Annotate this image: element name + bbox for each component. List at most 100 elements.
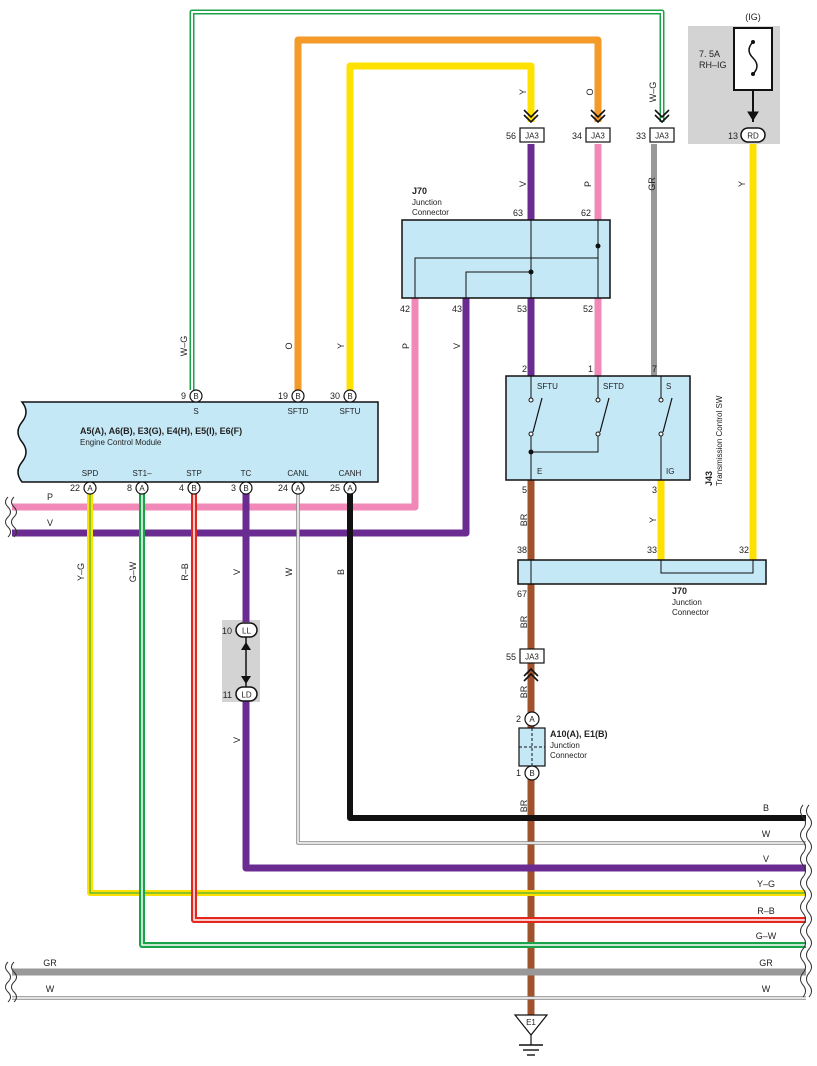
wire-label-v-ld: V [232, 737, 242, 743]
j70b-id: J70 [672, 586, 687, 596]
svg-text:11: 11 [223, 690, 232, 700]
svg-text:10: 10 [222, 626, 232, 636]
left-label-w: W [46, 984, 55, 994]
j70-top-id: J70 [412, 186, 427, 196]
j70-pin-53: 53 [517, 304, 527, 314]
wire-label-p-top: P [583, 181, 593, 187]
svg-text:CANL: CANL [287, 469, 309, 478]
break-marks [5, 496, 812, 1003]
j70-pin-42: 42 [400, 304, 410, 314]
right-label-rb: R–B [757, 906, 775, 916]
sw-label-sftd: SFTD [603, 382, 624, 391]
wire-label-wg-ecm: W–G [179, 336, 189, 357]
svg-text:A: A [139, 484, 145, 493]
j70b-name1: Junction [672, 598, 702, 607]
ja3-55: JA3 55 [506, 648, 545, 664]
sw-pin-5: 5 [522, 485, 527, 495]
ecm-name: Engine Control Module [80, 438, 162, 447]
wire-label-gw: G–W [128, 561, 138, 582]
sw-label-ig: IG [666, 467, 674, 476]
v-wire-tc-lower [242, 700, 806, 872]
j70-pin-43: 43 [452, 304, 462, 314]
sw-label-sftu: SFTU [537, 382, 558, 391]
ground-label: E1 [526, 1018, 536, 1027]
svg-text:19: 19 [278, 391, 288, 401]
wire-label-v-j70: V [452, 343, 462, 349]
j70b-pin-32: 32 [739, 545, 749, 555]
j70b-pin-33: 33 [647, 545, 657, 555]
svg-text:JA3: JA3 [525, 132, 539, 141]
ja3-chevrons-top [523, 109, 670, 124]
bus-label-p: P [47, 492, 53, 502]
wire-label-b-canh: B [336, 569, 346, 575]
sw-pin-2: 2 [522, 364, 527, 374]
wg-wire-s [189, 9, 665, 390]
j70-top-name2: Connector [412, 208, 449, 217]
wire-label-y-top: Y [518, 89, 528, 95]
svg-text:A: A [347, 484, 353, 493]
sw-pin-1: 1 [588, 364, 593, 374]
sw-label-s: S [666, 382, 671, 391]
fuse-name: RH–IG [699, 60, 727, 70]
ecm-pin-stp: STP B 4 [179, 469, 202, 495]
wire-label-o-top: O [585, 88, 595, 95]
j70-pin-62: 62 [581, 208, 591, 218]
svg-text:ST1–: ST1– [132, 469, 152, 478]
bus-label-v: V [47, 518, 53, 528]
svg-text:B: B [193, 392, 198, 401]
wire-label-v-tc: V [232, 569, 242, 575]
svg-text:A: A [295, 484, 301, 493]
svg-text:2: 2 [516, 714, 521, 724]
svg-text:B: B [191, 484, 196, 493]
ecm-pin-sftu: B 30 SFTU [330, 389, 361, 416]
w-wire-canl [296, 490, 806, 845]
yg-wire [87, 490, 806, 896]
sw-label-e: E [537, 467, 542, 476]
j70b-name2: Connector [672, 608, 709, 617]
svg-text:34: 34 [572, 131, 582, 141]
wire-label-br-ja3: BR [519, 685, 529, 698]
j70-pin-63: 63 [513, 208, 523, 218]
ecm-pin-sftd: B 19 SFTD [278, 389, 309, 416]
right-label-b: B [763, 803, 769, 813]
right-label-yg: Y–G [757, 879, 775, 889]
svg-text:30: 30 [330, 391, 340, 401]
ecm-pin-spd: SPD A 22 [70, 469, 99, 495]
ll-ld-connector: LL 10 LD 11 [222, 622, 258, 702]
rd-connector [740, 127, 766, 143]
svg-text:LL: LL [242, 627, 251, 636]
gw-wire [139, 490, 806, 948]
svg-text:B: B [347, 392, 352, 401]
o-wire-sftd [294, 36, 602, 390]
svg-text:SFTD: SFTD [288, 407, 309, 416]
fuse-amp: 7. 5A [699, 49, 720, 59]
right-label-v: V [763, 854, 769, 864]
wire-label-yg: Y–G [76, 563, 86, 581]
ig-wire-label: Y [737, 181, 747, 187]
svg-text:25: 25 [330, 483, 340, 493]
a10-connector: A 2 B 1 [516, 711, 546, 781]
svg-text:SPD: SPD [82, 469, 99, 478]
svg-text:CANH: CANH [339, 469, 362, 478]
v-bus [12, 298, 470, 537]
wire-label-y-sw: Y [648, 517, 658, 523]
svg-text:STP: STP [186, 469, 202, 478]
svg-text:JA3: JA3 [525, 653, 539, 662]
svg-text:JA3: JA3 [591, 132, 605, 141]
wire-label-gr-top: GR [647, 177, 657, 191]
svg-text:B: B [529, 769, 534, 778]
right-label-gr: GR [759, 958, 773, 968]
svg-text:55: 55 [506, 652, 516, 662]
ja3-56: JA3 56 [506, 127, 545, 143]
b-wire-canh [347, 490, 806, 821]
svg-text:A: A [87, 484, 93, 493]
wire-label-br-a10: BR [519, 799, 529, 812]
ecm-pin-s: B 9 S [181, 389, 203, 416]
svg-text:3: 3 [231, 483, 236, 493]
svg-text:4: 4 [179, 483, 184, 493]
ecm-ids: A5(A), A6(B), E3(G), E4(H), E5(I), E6(F) [80, 426, 242, 436]
ig-fuse [733, 27, 773, 122]
svg-text:B: B [295, 392, 300, 401]
